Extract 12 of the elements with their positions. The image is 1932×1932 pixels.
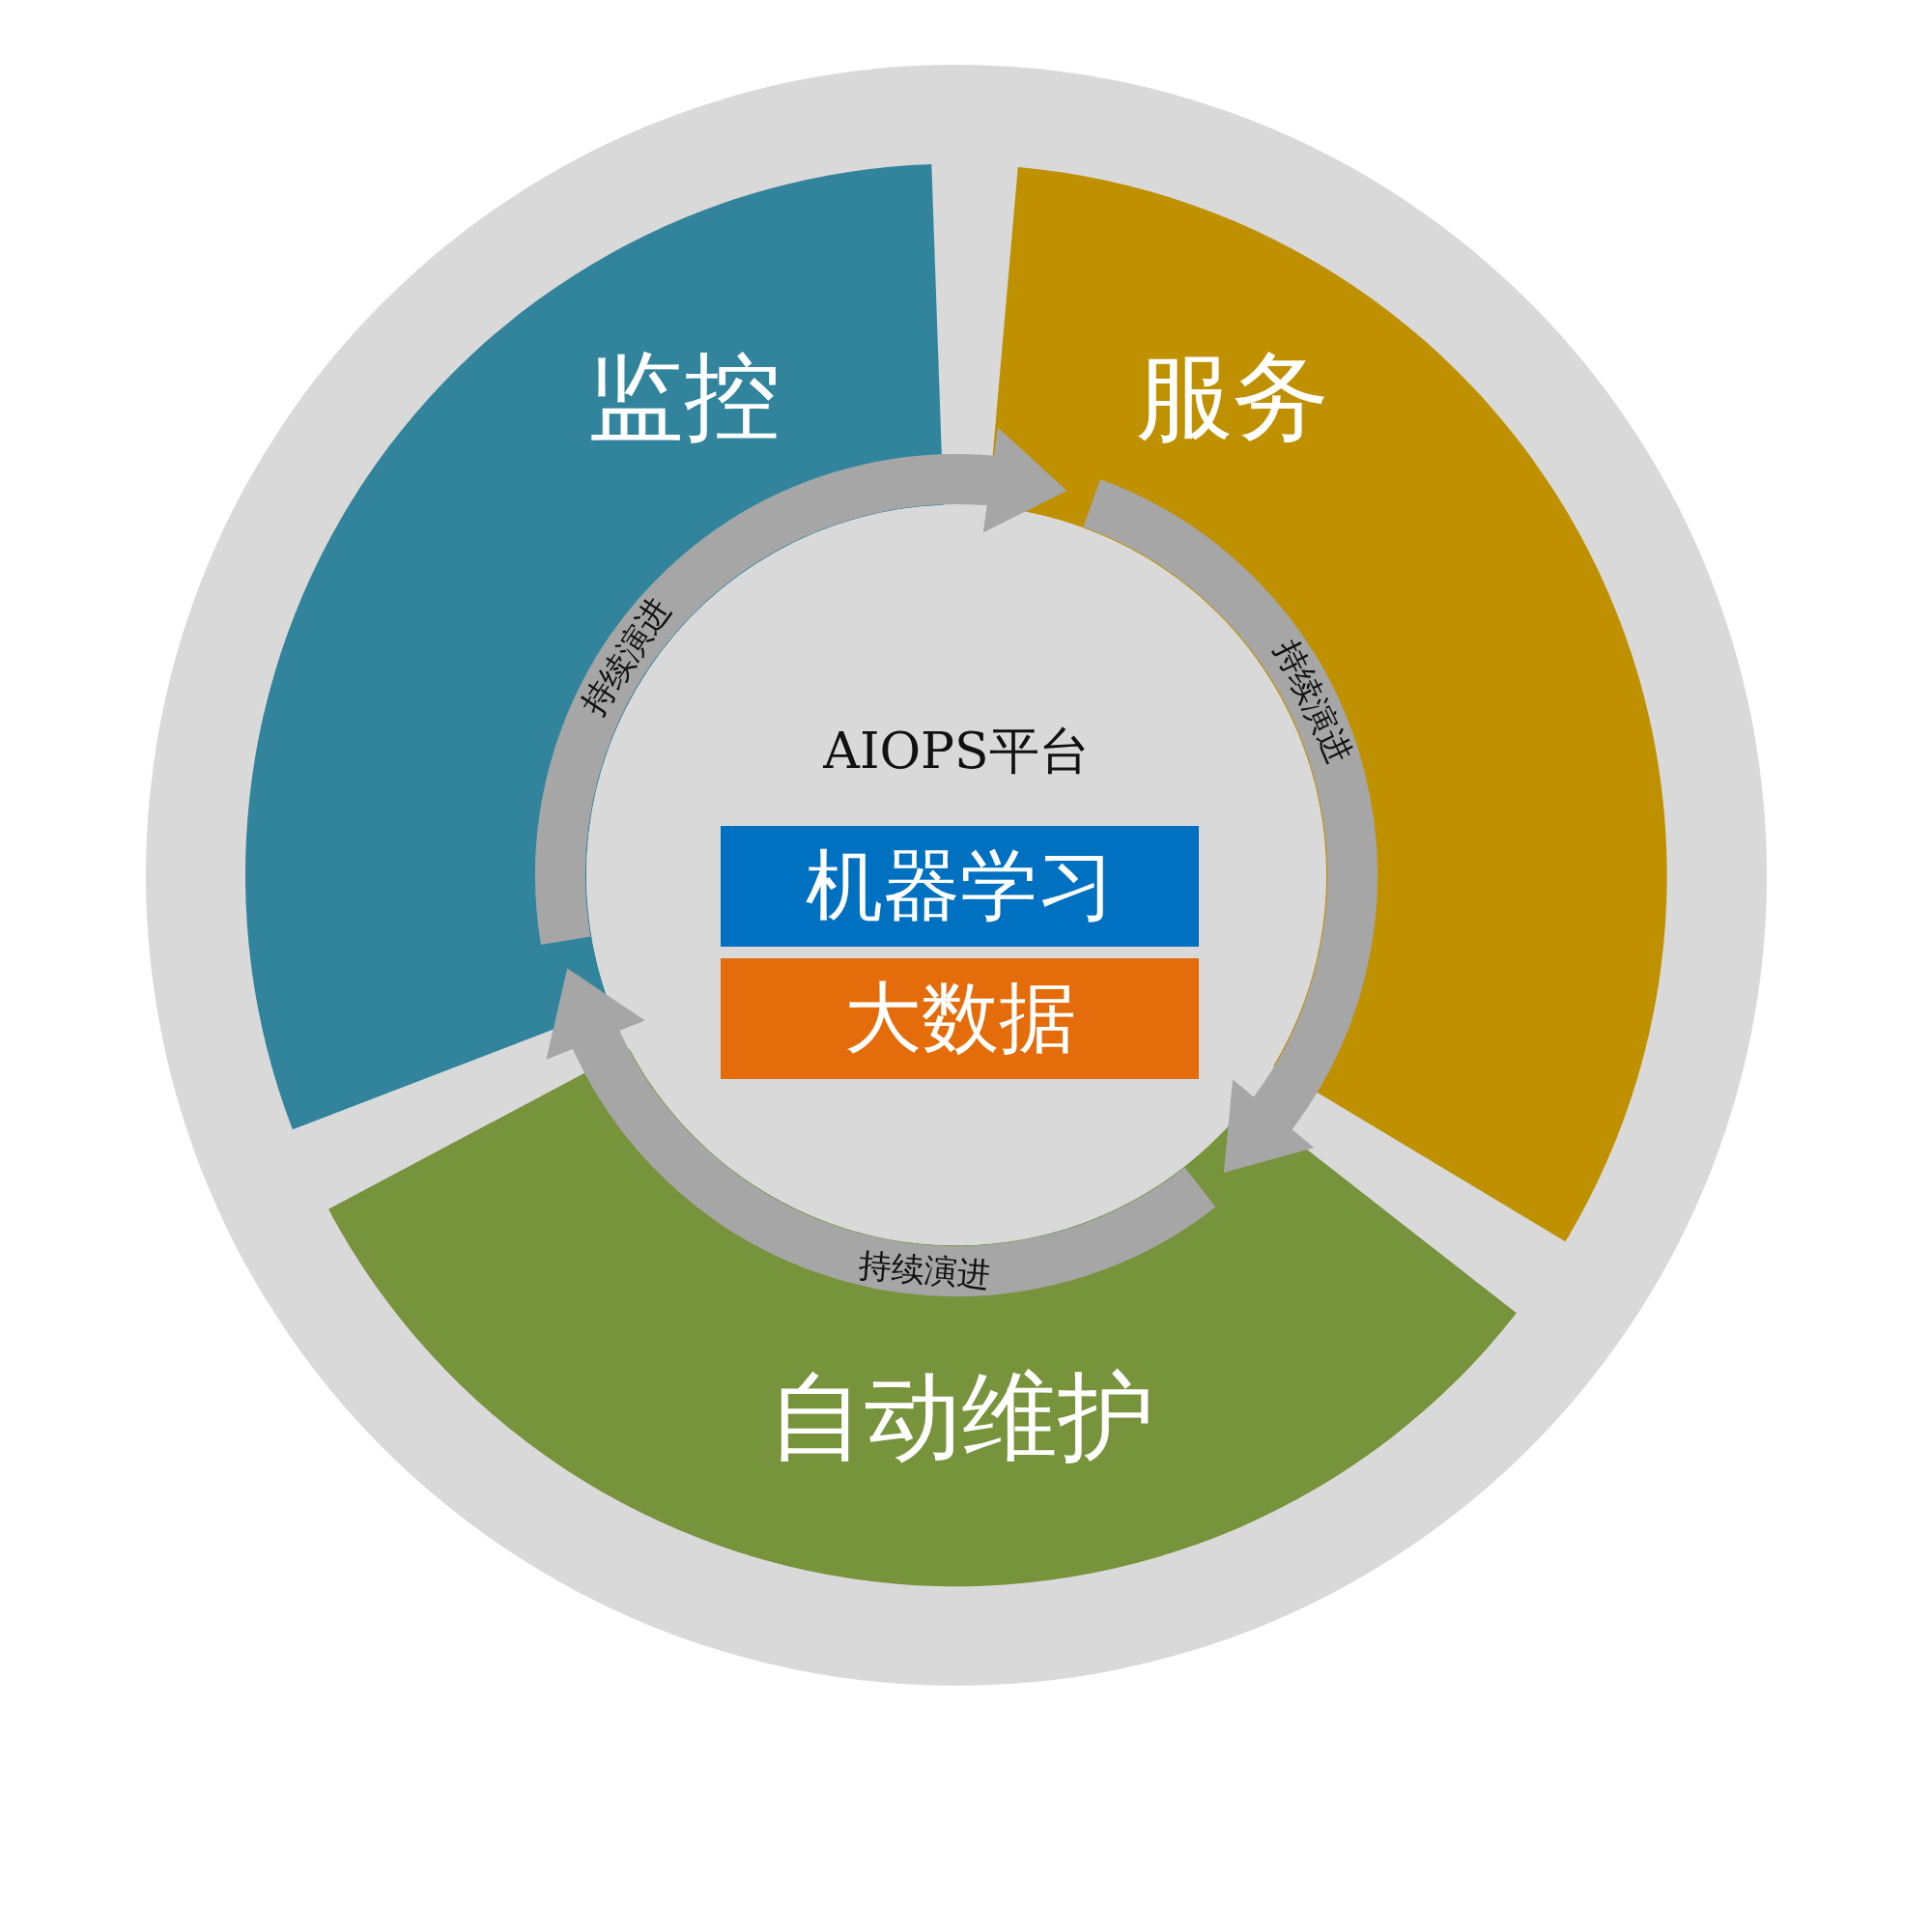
segment-title: 自动维护 (768, 1364, 1154, 1470)
platform-title: AIOPS平台 (823, 724, 1090, 780)
edge-label: 持续演进 (574, 591, 678, 722)
layer-box: 机器学习 (721, 826, 1199, 947)
cycle-arrow (535, 428, 1067, 944)
segment-title: 监控 (587, 344, 781, 450)
layer-box: 大数据 (721, 958, 1199, 1079)
cycle-arrow (549, 969, 1215, 1296)
edge-label: 持续演进 (1266, 634, 1358, 769)
segment-title: 服务 (1136, 344, 1329, 450)
edge-label: 持续演进 (857, 1246, 992, 1293)
cycle-arrow (1081, 479, 1378, 1176)
